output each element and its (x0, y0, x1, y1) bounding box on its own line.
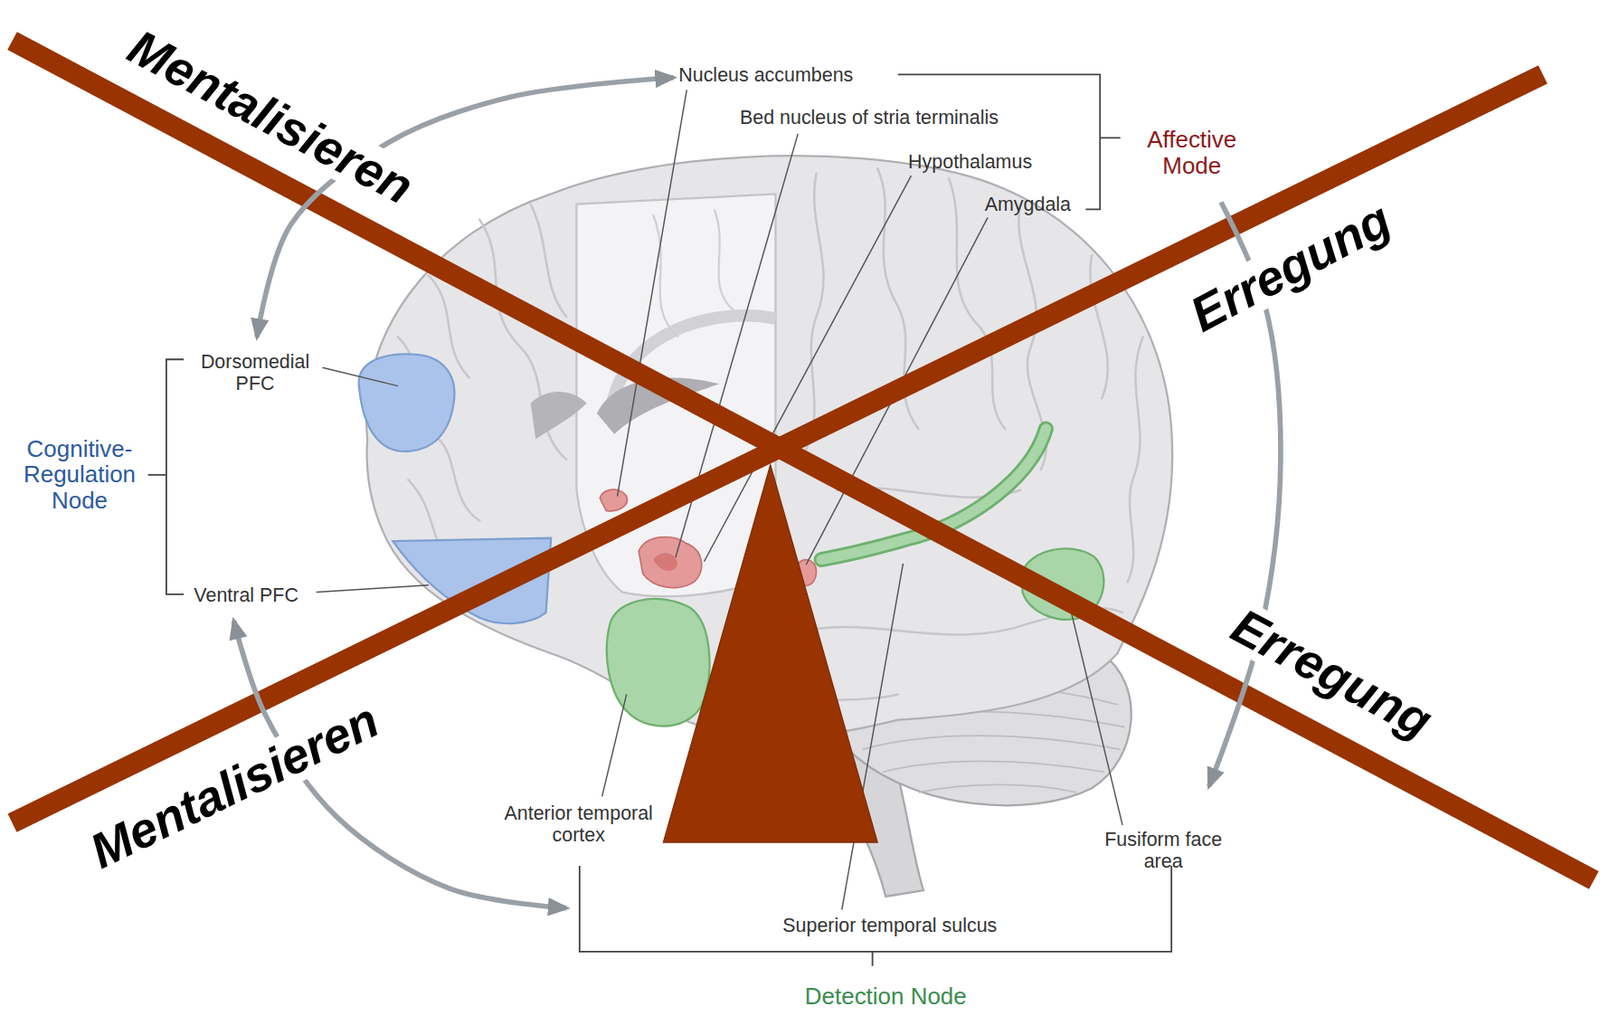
leader-lines (316, 89, 1123, 909)
cross-overlay (12, 40, 1595, 881)
overlay-word: Mentalisieren (116, 18, 425, 216)
region-label: Hypothalamus (908, 150, 1032, 172)
fulcrum-triangle (662, 464, 878, 843)
dorsomedial-pfc-region (359, 353, 455, 452)
gyrus-line (948, 179, 1005, 430)
affective-bracket (898, 74, 1121, 209)
region-label: Amygdala (984, 193, 1071, 216)
nucleus-accumbens-region (599, 489, 627, 512)
region-label: Nucleus accumbens (678, 63, 853, 86)
brackets (148, 74, 1173, 966)
gyrus-line (1089, 255, 1108, 398)
folium (918, 784, 1077, 792)
folium (882, 760, 1105, 772)
overlay-word: Mentalisieren (78, 692, 390, 881)
leader-line (842, 563, 904, 910)
mode-title: Cognitive-Regulation Node (2, 435, 156, 514)
mode-title: Affective Mode (1125, 127, 1259, 180)
leader-line (1069, 604, 1123, 825)
gyrus-line (714, 208, 736, 312)
detection-bracket (579, 865, 1172, 966)
region-label: Dorsomedial PFC (193, 350, 316, 395)
mode-title: Detection Node (732, 983, 1039, 1010)
leader-line (322, 367, 398, 386)
ventricle (530, 391, 587, 439)
hypothalamus-region (638, 537, 701, 588)
leader-line (602, 693, 627, 796)
gyrus-line (530, 204, 567, 317)
region-label: Superior temporal sulcus (782, 914, 997, 937)
overlay-word: Erregung (1179, 191, 1403, 344)
region-label: Anterior temporal cortex (496, 802, 661, 846)
gyrus-line (1127, 336, 1144, 582)
mode-group: Detection Node (566, 785, 1230, 1016)
folium (861, 735, 1120, 749)
region-label: Bed nucleus of stria terminalis (739, 106, 999, 129)
bed-nucleus-region (653, 552, 678, 571)
leader-line (316, 585, 429, 593)
gyrus-line (653, 214, 679, 337)
leader-line (617, 89, 688, 496)
overlay-word: Erregung (1220, 597, 1444, 750)
anterior-temporal-region (606, 598, 711, 727)
region-label: Fusiform face area (1091, 828, 1235, 872)
gyrus-line (805, 173, 824, 450)
cognitive-bracket (148, 359, 184, 595)
region-label: Ventral PFC (193, 584, 299, 606)
cross-bar (12, 40, 1595, 881)
